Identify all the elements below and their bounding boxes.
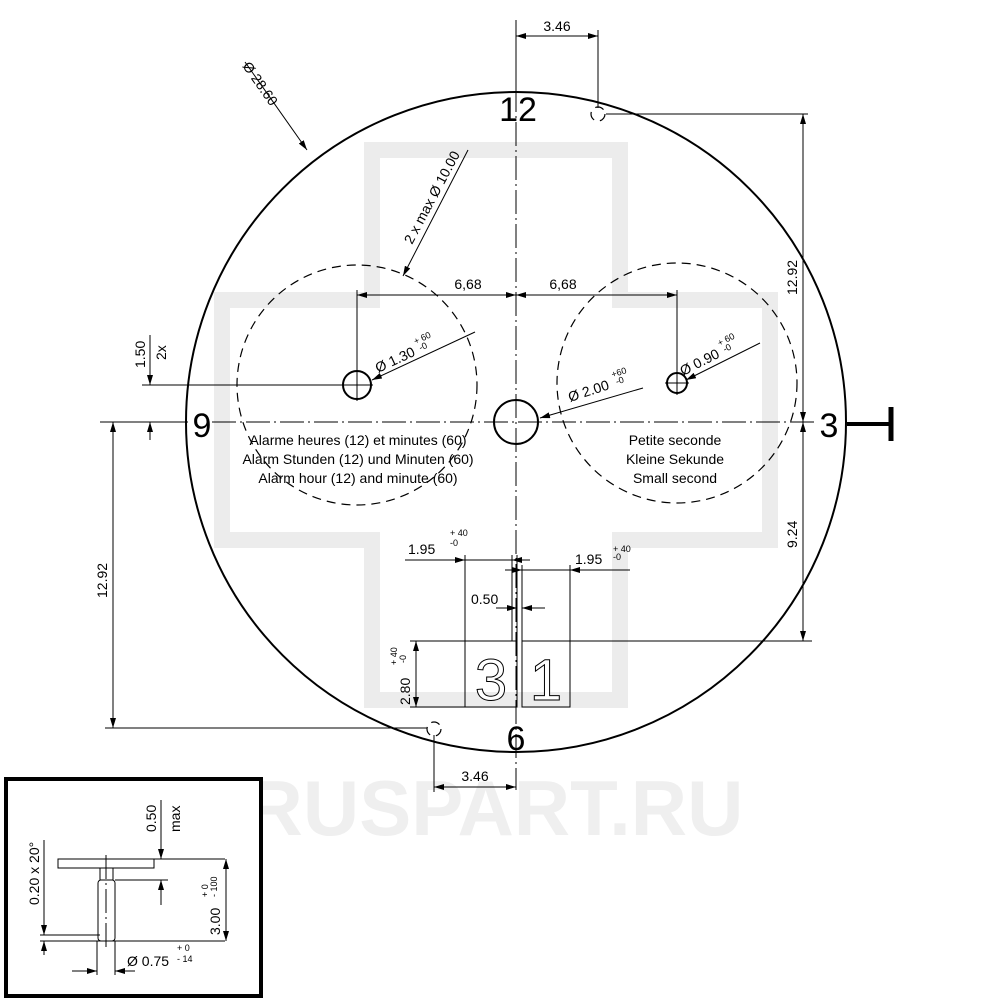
date-digit-right: 1: [530, 648, 562, 713]
center-hole-dim: Ø 2.00 +60 -0: [566, 365, 628, 405]
outer-diameter-dim: Ø 28.60: [240, 59, 282, 109]
date-gap-dim: 0.50: [471, 591, 498, 607]
date-height-value: 2.80: [397, 678, 413, 705]
length-tol-minus: - 100: [209, 876, 219, 897]
left-label-fr: Alarme heures (12) et minutes (60): [249, 432, 466, 448]
center-hole-tol-plus: +60: [610, 365, 628, 379]
numeral-9: 9: [193, 407, 212, 445]
head-thickness-dim: 0.50: [143, 805, 159, 832]
right-subdial-label: Petite seconde Kleine Sekunde Small seco…: [626, 432, 724, 486]
right-hole-tol-minus: -0: [721, 342, 733, 355]
date-right-width-dim: 1.95 + 40 -0: [575, 544, 631, 567]
numeral-3: 3: [820, 407, 839, 445]
length-tol-plus: + 0: [200, 884, 210, 897]
left-hole-value: Ø 1.30: [373, 343, 418, 375]
date-left-width-value: 1.95: [408, 541, 435, 557]
left-subdial-x-dim: 6,68: [454, 276, 481, 292]
ref-mark-bottom: [426, 721, 442, 737]
date-right-width-tol-minus: -0: [613, 552, 621, 562]
date-left-width-tol-minus: -0: [450, 538, 458, 548]
left-subdial-label: Alarme heures (12) et minutes (60) Alarm…: [242, 432, 473, 486]
left-subdial-y-note: 2x: [153, 345, 169, 360]
date-left-width-tol-plus: + 40: [450, 528, 468, 538]
date-digit-left: 3: [475, 648, 507, 713]
date-height-dim: 2.80 + 40 -0: [389, 647, 413, 705]
date-right-width-value: 1.95: [575, 551, 602, 567]
bottom-offset-dim: 3.46: [461, 768, 488, 784]
diameter-tol-minus: - 14: [177, 954, 193, 964]
top-offset-dim: 3.46: [543, 18, 570, 34]
diameter-value: Ø 0.75: [127, 953, 169, 969]
diameter-dim: Ø 0.75 + 0 - 14: [127, 943, 193, 969]
center-hole: [493, 399, 539, 445]
right-hole-dim: Ø 0.90 + 60 -0: [677, 331, 736, 379]
numeral-6: 6: [507, 720, 526, 758]
right-subdial: [556, 262, 798, 504]
date-height-tol-minus: -0: [398, 655, 408, 663]
right-label-de: Kleine Sekunde: [626, 451, 724, 467]
length-value: 3.00: [207, 908, 223, 935]
left-subdial-y-dim: 1.50: [132, 341, 148, 368]
numeral-12: 12: [499, 91, 537, 129]
left-bottom-dim: 12.92: [94, 563, 110, 598]
left-hole-dim: Ø 1.30 + 60 -0: [373, 330, 433, 376]
center-hole-value: Ø 2.00: [566, 377, 611, 405]
head-thickness-note: max: [167, 806, 183, 832]
diameter-tol-plus: + 0: [177, 943, 190, 953]
watermark-cross: [214, 142, 778, 708]
crown: [847, 407, 894, 441]
left-hole-tol-minus: -0: [417, 340, 428, 352]
right-subdial-x-dim: 6,68: [549, 276, 576, 292]
right-top-dim: 12.92: [784, 260, 800, 295]
date-height-tol-plus: + 40: [389, 647, 399, 665]
left-label-en: Alarm hour (12) and minute (60): [258, 470, 457, 486]
center-hole-tol-minus: -0: [614, 375, 625, 387]
subdial-diameter-dim: 2 x max Ø 10.00: [401, 148, 463, 246]
right-bottom-dim: 9.24: [784, 521, 800, 548]
pin-detail-inset: 0.50 max 0.20 x 20° 3.00 + 0 - 100 Ø 0.7…: [4, 777, 263, 998]
left-label-de: Alarm Stunden (12) und Minuten (60): [242, 451, 473, 467]
date-right-width-tol-plus: + 40: [613, 544, 631, 554]
date-left-width-dim: 1.95 + 40 -0: [408, 528, 468, 557]
right-label-en: Small second: [633, 470, 717, 486]
chamfer-dim: 0.20 x 20°: [26, 842, 42, 905]
ref-mark-top: [590, 106, 606, 122]
date-window: 3 1: [464, 640, 571, 714]
right-label-fr: Petite seconde: [629, 432, 722, 448]
length-dim: 3.00 + 0 - 100: [200, 876, 223, 935]
watermark-text: RUSPART.RU: [247, 764, 744, 852]
